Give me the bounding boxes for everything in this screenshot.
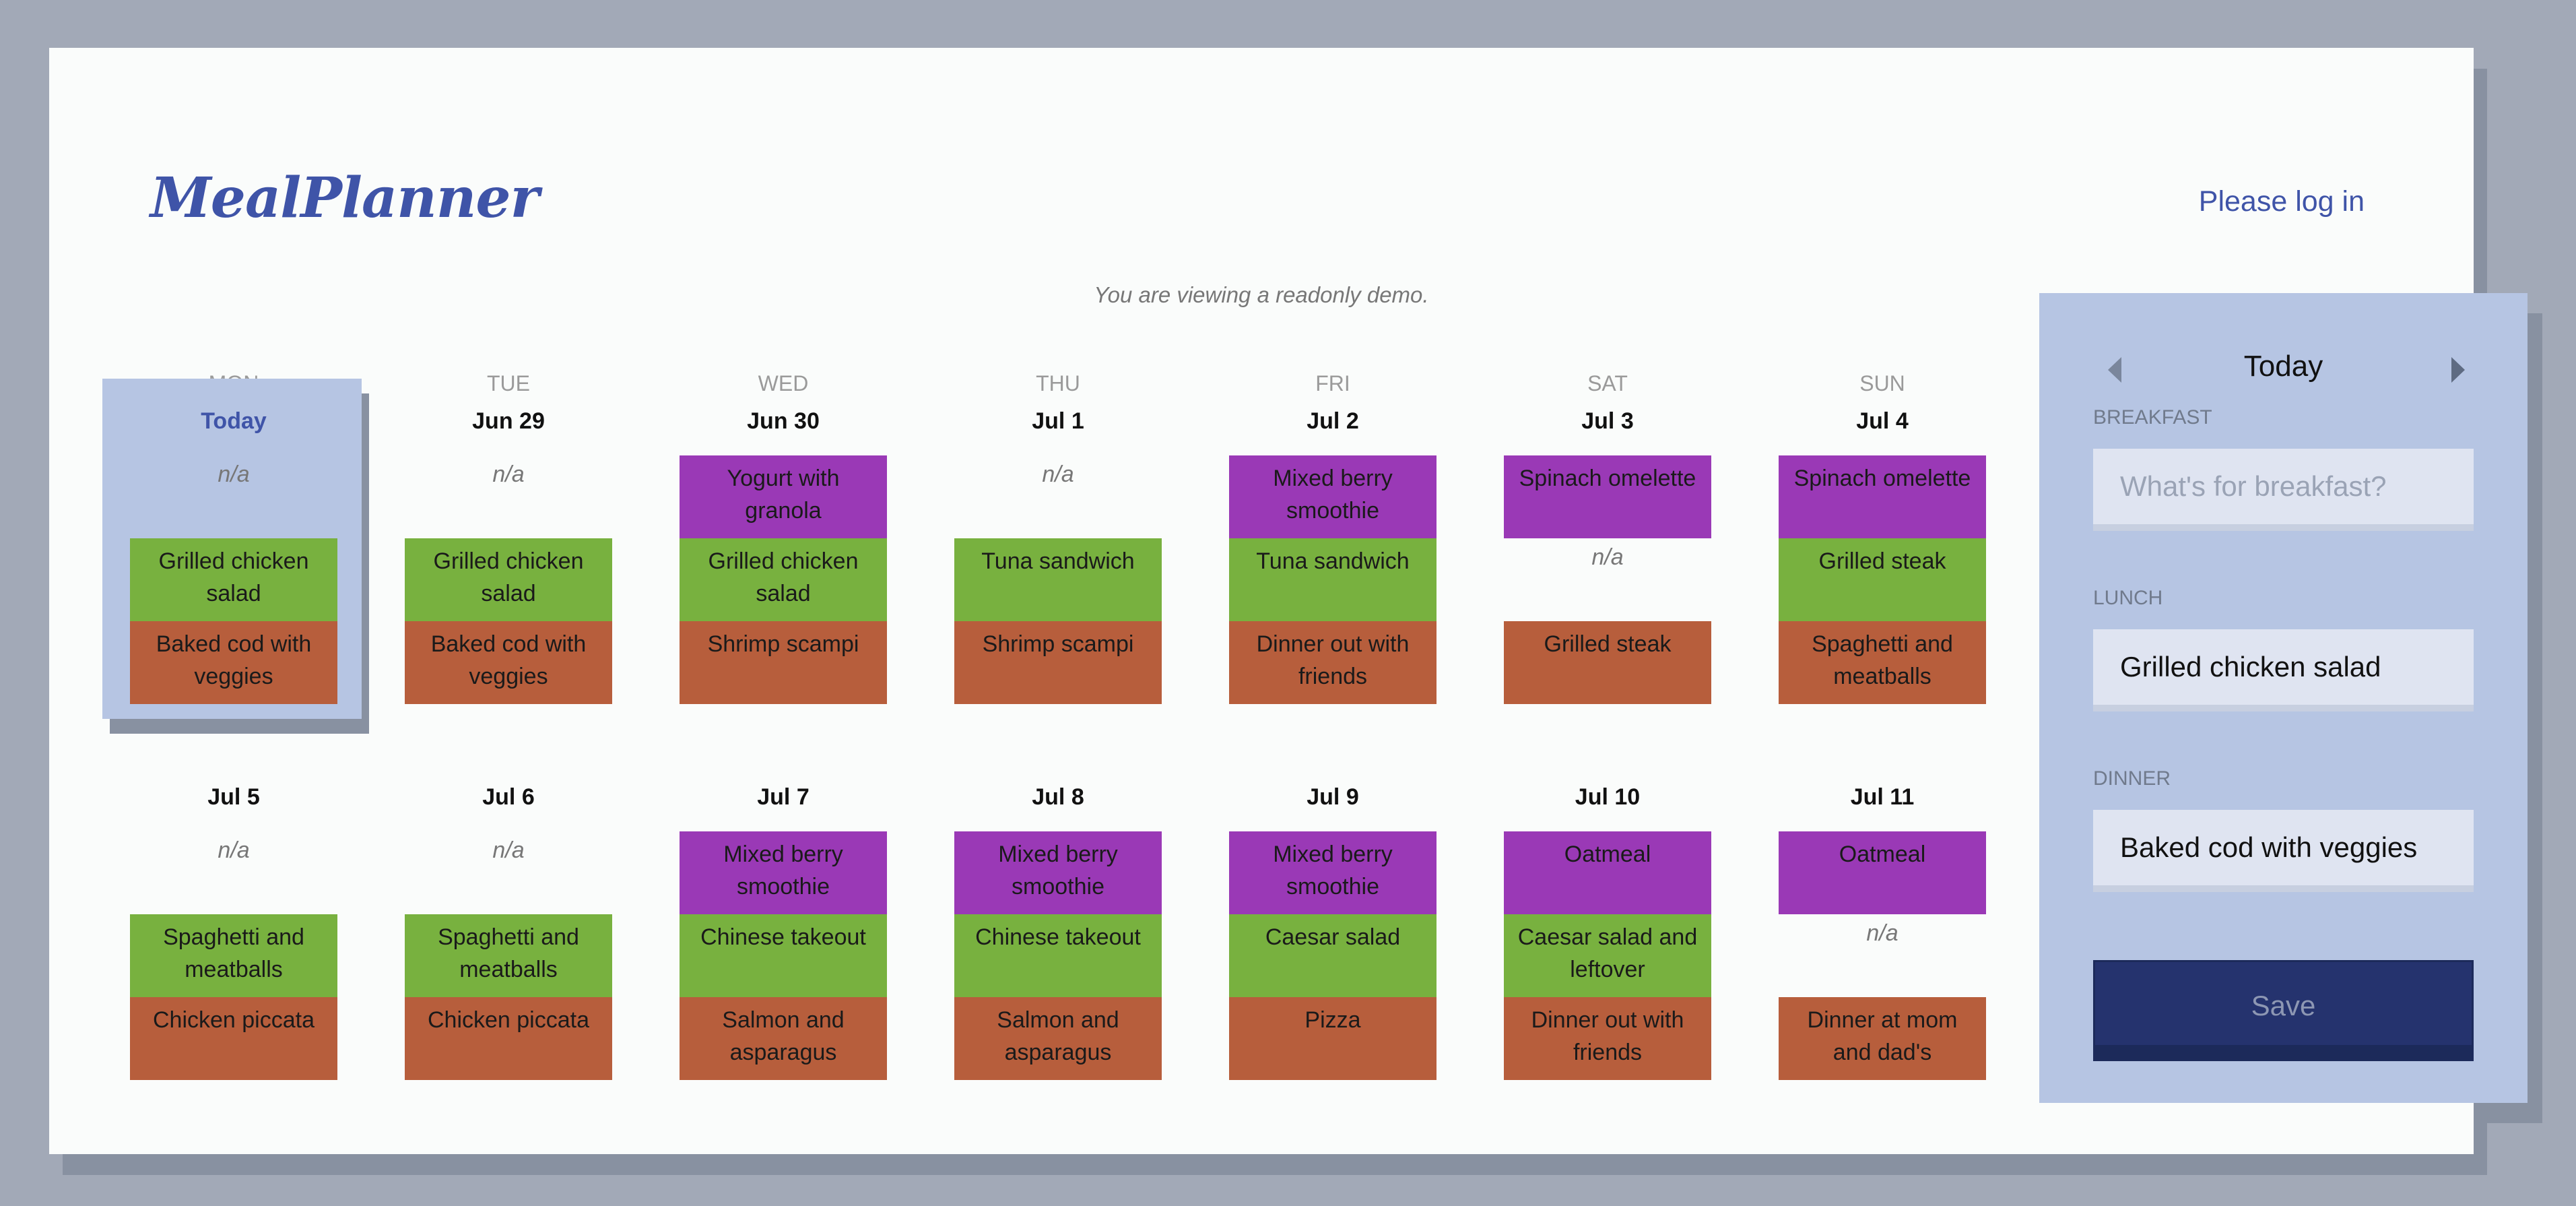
day-name-thu: THU bbox=[1036, 371, 1080, 395]
lunch-slot[interactable]: Grilled chicken salad bbox=[405, 538, 612, 621]
dinner-input[interactable] bbox=[2093, 810, 2474, 892]
lunch-slot[interactable]: Chinese takeout bbox=[680, 914, 887, 997]
lunch-slot[interactable]: Chinese takeout bbox=[954, 914, 1162, 997]
dinner-slot[interactable]: Salmon and asparagus bbox=[680, 997, 887, 1080]
breakfast-slot[interactable]: n/a bbox=[492, 462, 525, 487]
day-date: Jul 10 bbox=[1575, 784, 1641, 810]
lunch-slot[interactable]: Grilled steak bbox=[1779, 538, 1986, 621]
lunch-slot[interactable]: Grilled chicken salad bbox=[680, 538, 887, 621]
lunch-slot[interactable]: Grilled chicken salad bbox=[130, 538, 337, 621]
day-editor-panel: Today BREAKFAST LUNCH DINNER Save bbox=[2039, 293, 2528, 1103]
breakfast-slot[interactable]: Oatmeal bbox=[1779, 831, 1986, 914]
dinner-slot[interactable]: Dinner out with friends bbox=[1229, 621, 1436, 704]
breakfast-slot[interactable]: n/a bbox=[1042, 462, 1074, 487]
next-day-arrow-icon[interactable] bbox=[2451, 357, 2465, 383]
breakfast-slot[interactable]: Spinach omelette bbox=[1504, 455, 1711, 538]
lunch-slot[interactable]: Spaghetti and meatballs bbox=[405, 914, 612, 997]
lunch-slot[interactable]: n/a bbox=[1591, 544, 1624, 570]
day-date: Jul 8 bbox=[1032, 784, 1084, 810]
breakfast-slot[interactable]: n/a bbox=[218, 837, 250, 863]
lunch-slot[interactable]: Tuna sandwich bbox=[954, 538, 1162, 621]
dinner-slot[interactable]: Chicken piccata bbox=[130, 997, 337, 1080]
day-date: Jul 1 bbox=[1032, 408, 1084, 434]
day-date: Jul 5 bbox=[207, 784, 260, 810]
day-date: Today bbox=[201, 408, 267, 434]
day-date: Jun 30 bbox=[747, 408, 820, 434]
dinner-slot[interactable]: Spaghetti and meatballs bbox=[1779, 621, 1986, 704]
logo[interactable]: MealPlanner bbox=[150, 166, 539, 230]
dinner-label: DINNER bbox=[2093, 767, 2171, 790]
day-date: Jun 29 bbox=[472, 408, 545, 434]
breakfast-slot[interactable]: Mixed berry smoothie bbox=[1229, 831, 1436, 914]
day-date: Jul 6 bbox=[482, 784, 535, 810]
dinner-slot[interactable]: Baked cod with veggies bbox=[130, 621, 337, 704]
lunch-slot[interactable]: Caesar salad bbox=[1229, 914, 1436, 997]
dinner-slot[interactable]: Pizza bbox=[1229, 997, 1436, 1080]
login-link[interactable]: Please log in bbox=[2198, 185, 2365, 218]
demo-notice: You are viewing a readonly demo. bbox=[1094, 282, 1429, 307]
dinner-slot[interactable]: Salmon and asparagus bbox=[954, 997, 1162, 1080]
breakfast-slot[interactable]: Mixed berry smoothie bbox=[954, 831, 1162, 914]
day-date: Jul 11 bbox=[1850, 784, 1915, 810]
day-name-tue: TUE bbox=[487, 371, 530, 395]
lunch-input[interactable] bbox=[2093, 629, 2474, 711]
dinner-slot[interactable]: Shrimp scampi bbox=[954, 621, 1162, 704]
lunch-slot[interactable]: n/a bbox=[1866, 920, 1898, 946]
dinner-slot[interactable]: Chicken piccata bbox=[405, 997, 612, 1080]
breakfast-slot[interactable]: n/a bbox=[218, 462, 250, 487]
breakfast-input[interactable] bbox=[2093, 449, 2474, 531]
day-date: Jul 2 bbox=[1307, 408, 1359, 434]
dinner-slot[interactable]: Baked cod with veggies bbox=[405, 621, 612, 704]
dinner-slot[interactable]: Shrimp scampi bbox=[680, 621, 887, 704]
dinner-slot[interactable]: Grilled steak bbox=[1504, 621, 1711, 704]
dinner-slot[interactable]: Dinner at mom and dad's bbox=[1779, 997, 1986, 1080]
breakfast-slot[interactable]: n/a bbox=[492, 837, 525, 863]
breakfast-slot[interactable]: Mixed berry smoothie bbox=[1229, 455, 1436, 538]
lunch-slot[interactable]: Caesar salad and leftover bbox=[1504, 914, 1711, 997]
day-name-sat: SAT bbox=[1587, 371, 1628, 395]
day-date: Jul 9 bbox=[1307, 784, 1359, 810]
day-date: Jul 3 bbox=[1581, 408, 1634, 434]
breakfast-slot[interactable]: Oatmeal bbox=[1504, 831, 1711, 914]
save-button[interactable]: Save bbox=[2093, 960, 2474, 1061]
breakfast-slot[interactable]: Spinach omelette bbox=[1779, 455, 1986, 538]
dinner-slot[interactable]: Dinner out with friends bbox=[1504, 997, 1711, 1080]
panel-title: Today bbox=[2243, 350, 2323, 383]
lunch-label: LUNCH bbox=[2093, 587, 2163, 609]
day-date: Jul 4 bbox=[1856, 408, 1909, 434]
lunch-slot[interactable]: Tuna sandwich bbox=[1229, 538, 1436, 621]
breakfast-slot[interactable]: Yogurt with granola bbox=[680, 455, 887, 538]
breakfast-slot[interactable]: Mixed berry smoothie bbox=[680, 831, 887, 914]
day-name-fri: FRI bbox=[1315, 371, 1350, 395]
prev-day-arrow-icon[interactable] bbox=[2108, 357, 2121, 383]
day-date: Jul 7 bbox=[757, 784, 810, 810]
day-name-sun: SUN bbox=[1859, 371, 1905, 395]
lunch-slot[interactable]: Spaghetti and meatballs bbox=[130, 914, 337, 997]
breakfast-label: BREAKFAST bbox=[2093, 406, 2212, 429]
day-name-wed: WED bbox=[758, 371, 809, 395]
